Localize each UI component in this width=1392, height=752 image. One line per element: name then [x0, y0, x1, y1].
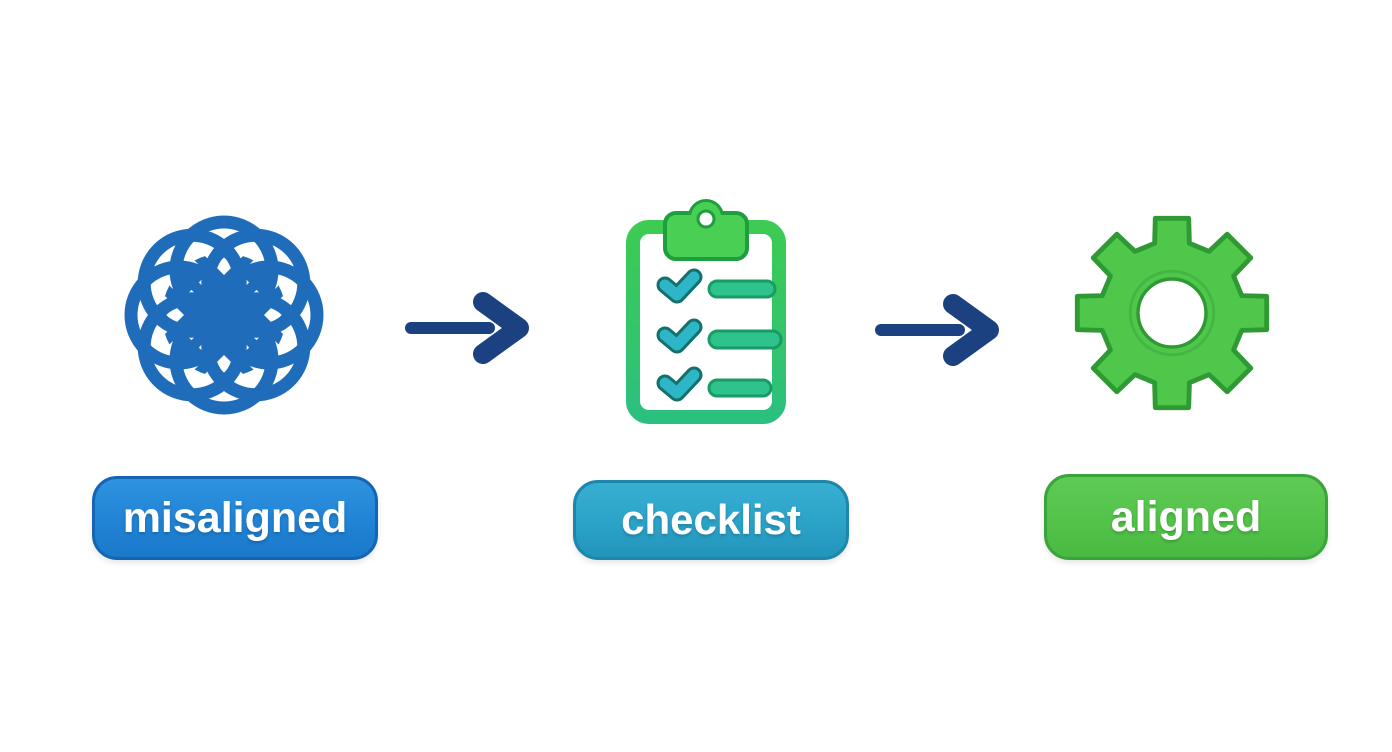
arrow-right-icon — [405, 292, 529, 364]
gear-icon — [1074, 215, 1270, 411]
tangled-knot-icon — [124, 215, 324, 415]
arrow-right-icon — [875, 294, 999, 366]
misaligned-label-pill: misaligned — [92, 476, 378, 560]
clipboard-clip — [663, 199, 749, 261]
clipboard-checklist-icon — [626, 199, 786, 424]
checklist-label-pill: checklist — [573, 480, 849, 560]
gear-hub-ring — [1128, 269, 1216, 357]
aligned-label-pill: aligned — [1044, 474, 1328, 560]
checklist-rows — [656, 268, 783, 402]
aligned-label: aligned — [1110, 492, 1262, 541]
checklist-label: checklist — [621, 496, 801, 543]
gear-hole — [1136, 277, 1208, 349]
misaligned-label: misaligned — [122, 493, 348, 542]
